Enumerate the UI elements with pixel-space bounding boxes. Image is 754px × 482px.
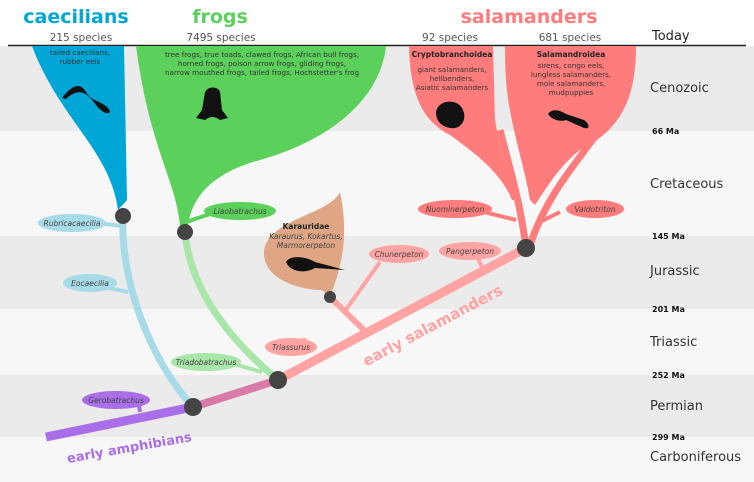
pangerpeton-branch xyxy=(476,257,485,271)
liaobatrachus-bubble xyxy=(204,202,276,220)
caecilians-count: 215 species xyxy=(50,32,113,44)
liaobatrachus-label: Liaobatrachus xyxy=(214,207,267,216)
karauridae-name: Karauridae xyxy=(283,222,330,231)
boundary-252: 252 Ma xyxy=(652,371,685,380)
chunerpeton-label: Chunerpeton xyxy=(375,250,424,259)
band-triassic xyxy=(0,309,754,375)
karauridae-node xyxy=(324,291,336,303)
salamanders-title: salamanders xyxy=(461,6,598,28)
frogs-desc-2: horned frogs, poison arrow frogs, glidin… xyxy=(178,59,346,68)
valdotriton-bubble xyxy=(566,200,624,218)
caecilians-desc-1: tailed caecilians, xyxy=(50,48,110,57)
salamandro-desc-3: mole salamanders, xyxy=(537,79,606,88)
salamandro-desc-1: sirens, congo eels, xyxy=(538,61,605,70)
today-label: Today xyxy=(651,29,690,44)
boundary-201: 201 Ma xyxy=(652,305,685,314)
salamandro-desc-4: mudpuppies xyxy=(549,88,594,97)
crypto-desc-2: hellbenders, xyxy=(430,74,474,83)
era-cenozoic: Cenozoic xyxy=(650,81,709,96)
gerobatrachus-bubble xyxy=(82,391,150,409)
eocaecilia-label: Eocaecilia xyxy=(71,279,109,288)
chunerpeton-branch xyxy=(343,260,382,313)
caecilians-crown xyxy=(32,46,127,210)
valdotriton-label: Valdotriton xyxy=(574,205,615,214)
era-jurassic: Jurassic xyxy=(649,264,700,279)
crypto-desc-3: Asiatic salamanders xyxy=(416,83,489,92)
liaobatrachus-branch xyxy=(185,212,211,224)
era-cretaceous: Cretaceous xyxy=(650,177,724,192)
caecilian-silhouette xyxy=(62,86,110,114)
karauridae-leaf xyxy=(263,192,345,297)
frogs-desc-1: tree frogs, true toads, clawed frogs, Af… xyxy=(165,50,359,59)
salamandroidea-name: Salamandroidea xyxy=(537,50,606,59)
frogs-count: 7495 species xyxy=(186,32,255,44)
nuominerpeton-label: Nuominerpeton xyxy=(426,205,485,214)
karauridae-desc-2: Marmorerpeton xyxy=(277,241,336,250)
cryptobranchoidea-stem xyxy=(496,129,530,249)
nuominerpeton-bubble xyxy=(418,200,492,218)
salamandroidea-count: 681 species xyxy=(539,32,602,44)
band-carboniferous xyxy=(0,437,754,482)
batrachia-node xyxy=(269,371,287,389)
karaurus-silhouette xyxy=(286,257,345,272)
chunerpeton-bubble xyxy=(369,245,429,263)
cryptobranchoidea-count: 92 species xyxy=(422,32,478,44)
stem-branch xyxy=(191,376,280,411)
boundary-66: 66 Ma xyxy=(652,127,679,136)
caecilian-node xyxy=(115,208,131,224)
frogs-desc-3: narrow mouthed frogs, tailed frogs, Hoch… xyxy=(165,68,359,77)
boundary-299: 299 Ma xyxy=(652,433,685,442)
caecilians-desc-2: rubber eels xyxy=(60,57,101,66)
nuominerpeton-branch xyxy=(483,210,517,222)
pangerpeton-label: Pangerpeton xyxy=(446,247,494,256)
frog-silhouette xyxy=(196,87,228,120)
caecilian-stem xyxy=(119,215,196,410)
era-permian: Permian xyxy=(650,399,703,414)
frog-stem xyxy=(181,231,281,383)
eocaecilia-bubble xyxy=(63,274,117,292)
pangerpeton-bubble xyxy=(439,242,501,260)
band-jurassic xyxy=(0,236,754,309)
valdotriton-branch xyxy=(539,210,561,224)
era-carboniferous: Carboniferous xyxy=(650,450,741,465)
triadobatrachus-bubble xyxy=(171,353,241,371)
gerobatrachus-label: Gerobatrachus xyxy=(88,396,144,405)
salamandroidea-crown xyxy=(505,46,636,205)
cryptobranchoidea-name: Cryptobranchoidea xyxy=(412,50,493,59)
karauridae-desc-1: Karaurus, Kokartus, xyxy=(269,232,342,241)
era-triassic: Triassic xyxy=(649,335,697,350)
newt-silhouette xyxy=(548,110,589,129)
rubricacaecilia-bubble xyxy=(38,214,106,232)
crypto-desc-1: giant salamanders, xyxy=(417,65,486,74)
karauridae-branch xyxy=(327,294,371,337)
triassurus-label: Triassurus xyxy=(272,343,310,352)
salamander-node xyxy=(517,239,535,257)
frogs-crown xyxy=(136,46,386,226)
cryptobranchoidea-crown xyxy=(409,46,518,200)
triadobatrachus-label: Triadobatrachus xyxy=(176,358,237,367)
frogs-title: frogs xyxy=(192,6,248,28)
boundary-145: 145 Ma xyxy=(652,232,685,241)
giant-salamander-silhouette xyxy=(436,101,465,129)
early-salamanders-branch xyxy=(275,244,529,384)
early-amphibians-branch xyxy=(45,402,194,442)
frog-node xyxy=(177,224,193,240)
rubricacaecilia-label: Rubricacaecilia xyxy=(44,219,101,228)
salamandro-desc-2: lungless salamanders, xyxy=(531,70,611,79)
triassurus-bubble xyxy=(265,338,317,356)
caecilians-title: caecilians xyxy=(23,6,128,28)
amphibian-root-node xyxy=(184,398,202,416)
